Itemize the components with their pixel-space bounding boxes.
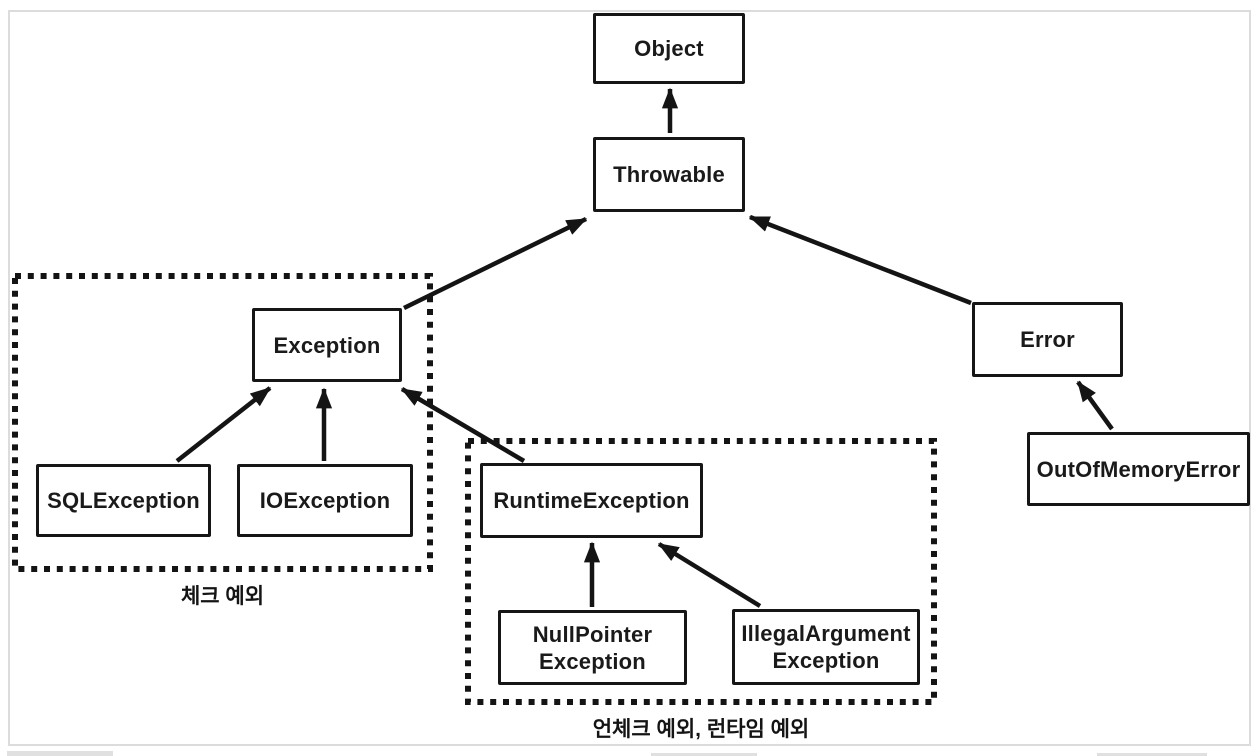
node-sql-exception: SQLException xyxy=(36,464,211,537)
edge-illegal_argument_exception-to-runtime_exception xyxy=(657,542,762,608)
cutoff-fragment-middle xyxy=(651,753,757,756)
cutoff-fragment-right xyxy=(1097,753,1207,756)
node-illegal-argument-exception: IllegalArgument Exception xyxy=(732,609,920,685)
edge-sql_exception-to-exception xyxy=(175,386,272,463)
edge-out_of_memory_error-to-error xyxy=(1076,380,1114,431)
node-null-pointer-exception: NullPointer Exception xyxy=(498,610,687,685)
unchecked-exception-group-box xyxy=(465,438,937,705)
node-throwable: Throwable xyxy=(593,137,745,212)
node-io-exception: IOException xyxy=(237,464,413,537)
node-exception: Exception xyxy=(252,308,402,382)
checked-exception-group-caption: 체크 예외 xyxy=(180,585,265,608)
edge-exception-to-throwable xyxy=(403,216,588,311)
edge-runtime_exception-to-exception xyxy=(400,387,526,463)
diagram-frame xyxy=(8,10,1251,746)
node-error: Error xyxy=(972,302,1123,377)
cutoff-fragment-left xyxy=(7,751,113,756)
node-object: Object xyxy=(593,13,745,84)
node-runtime-exception: RuntimeException xyxy=(480,463,703,538)
checked-exception-group-box xyxy=(12,273,433,572)
edge-error-to-throwable xyxy=(748,214,972,306)
node-out-of-memory-error: OutOfMemoryError xyxy=(1027,432,1250,506)
unchecked-exception-group-caption: 언체크 예외, 런타임 예외 xyxy=(592,718,810,741)
